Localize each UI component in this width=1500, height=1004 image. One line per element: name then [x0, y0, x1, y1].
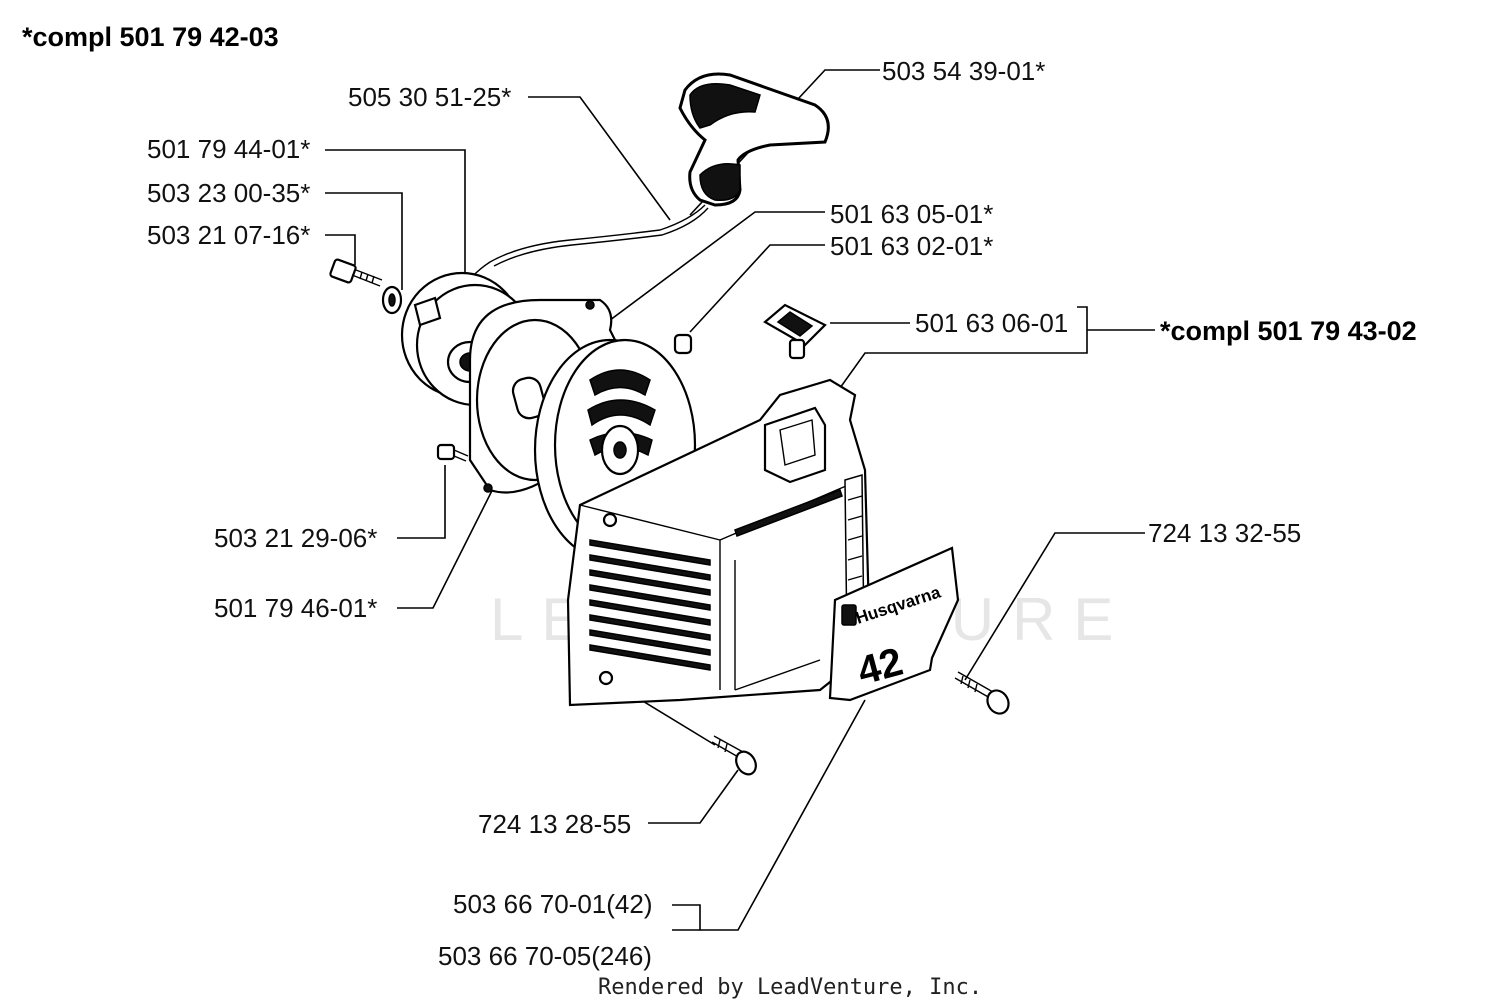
- part-label-cord-guide: 501 63 06-01: [915, 308, 1068, 338]
- part-label-decal-246: 503 66 70-05(246): [438, 941, 652, 971]
- decal-drawing: Husqvarna 42: [828, 546, 960, 702]
- part-label-washer: 503 23 00-35*: [147, 178, 310, 208]
- part-label-cover-screw: 724 13 28-55: [478, 809, 631, 839]
- part-label-spring-pin: 501 63 02-01*: [830, 231, 993, 261]
- leader-decal-screw: [964, 532, 1145, 681]
- cord-guide-drawing: [763, 303, 827, 360]
- starter-handle-drawing: [461, 72, 830, 293]
- leader-lines: [325, 69, 1155, 931]
- cassette-screw-drawing: [436, 443, 469, 462]
- part-label-spring-housing: 501 79 46-01*: [214, 593, 377, 623]
- cover-drawing: [566, 378, 872, 707]
- footer-credit: Rendered by LeadVenture, Inc.: [598, 975, 982, 1000]
- leader-decal: [700, 699, 866, 931]
- part-label-pulley: 501 79 44-01*: [147, 134, 310, 164]
- leader-spring-pin: [689, 244, 825, 333]
- part-label-pulley-screw: 503 21 07-16*: [147, 220, 310, 250]
- decal-screw-drawing: [954, 671, 1010, 715]
- leader-cover-screw: [648, 769, 739, 824]
- part-label-decal-42: 503 66 70-01(42): [453, 889, 652, 919]
- part-label-starter-handle: 503 54 39-01*: [882, 56, 1045, 86]
- cover-screw-drawing: [711, 735, 757, 776]
- leader-bracket: [1077, 306, 1088, 354]
- leader-washer: [325, 192, 403, 290]
- assembly-label-starter: *compl 501 79 42-03: [22, 22, 279, 52]
- leader-cassette-screw: [397, 465, 446, 539]
- part-label-spring-cassette: 501 63 05-01*: [830, 199, 993, 229]
- leader-cord: [528, 96, 671, 221]
- part-label-decal-screw: 724 13 32-55: [1148, 518, 1301, 548]
- part-label-starter-cord: 505 30 51-25*: [348, 82, 511, 112]
- leader-pulley: [325, 149, 466, 290]
- leader-cover: [834, 352, 1077, 396]
- leader-pulley-screw: [325, 234, 356, 265]
- leader-spring-cassette: [589, 211, 825, 336]
- assembly-label-cover: *compl 501 79 43-02: [1160, 316, 1417, 346]
- part-label-cassette-screw: 503 21 29-06*: [214, 523, 377, 553]
- pulley-screw-drawing: [329, 258, 403, 315]
- leader-decal-bracket: [672, 904, 701, 931]
